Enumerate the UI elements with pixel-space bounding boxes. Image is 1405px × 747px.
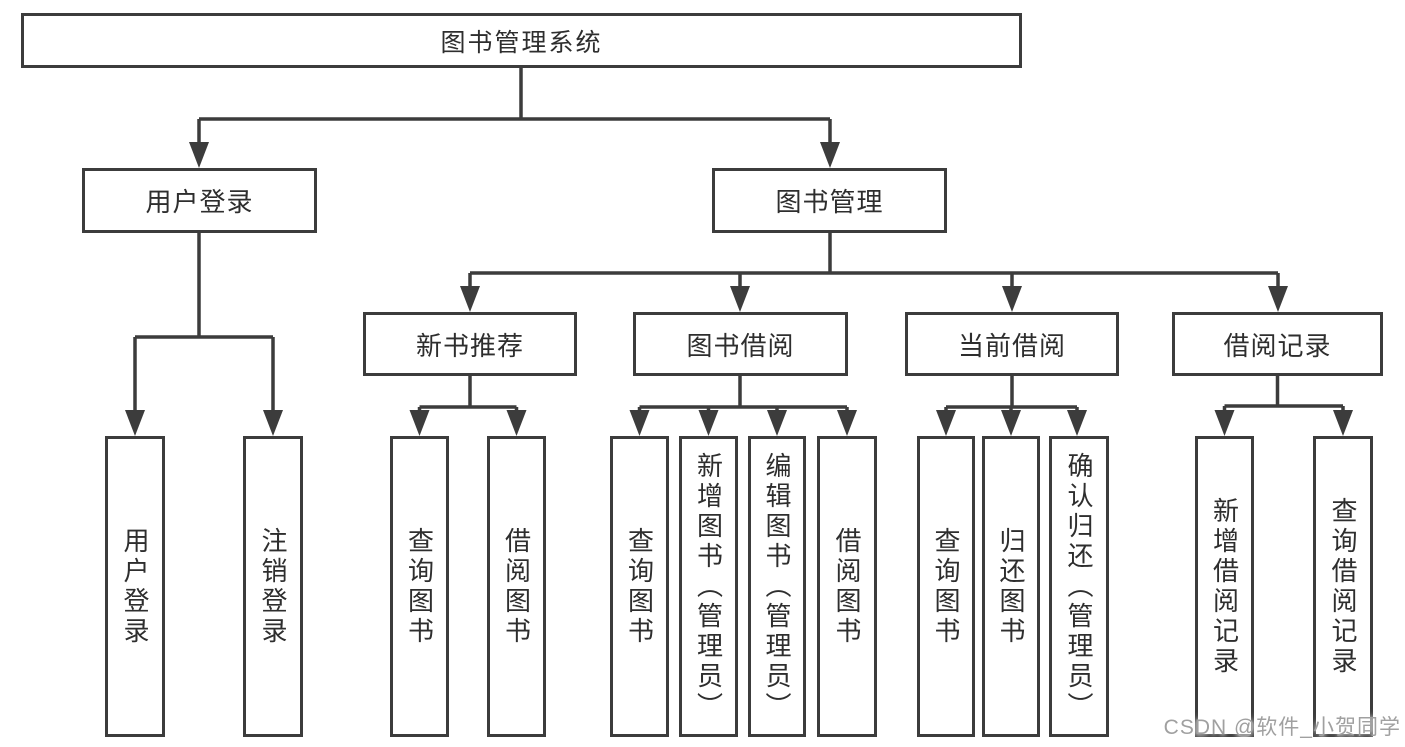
leaf-return-books-label: 归还图书 <box>996 526 1026 647</box>
arrow-down-icon <box>409 410 430 436</box>
leaf-query-books-borrow-label: 查询图书 <box>624 526 655 647</box>
node-current-borrow: 当前借阅 <box>905 312 1119 376</box>
arrow-down-icon <box>629 410 650 436</box>
connector-bookborrow-to-leaves <box>637 376 849 411</box>
leaf-query-books-recommend: 查询图书 <box>390 436 449 737</box>
node-current-borrow-label: 当前借阅 <box>957 330 1066 361</box>
node-borrow-records-label: 借阅记录 <box>1223 330 1332 361</box>
arrow-down-icon <box>730 286 750 312</box>
leaf-borrow-books: 借阅图书 <box>817 436 877 737</box>
node-user-login-label: 用户登录 <box>145 187 254 217</box>
leaf-logout-label: 注销登录 <box>258 526 288 647</box>
arrow-down-icon <box>263 410 283 436</box>
leaf-edit-book-admin: 编辑图书（管理员） <box>748 436 806 737</box>
node-book-management: 图书管理 <box>712 168 947 233</box>
arrow-down-icon <box>698 410 719 436</box>
node-new-book-recommend: 新书推荐 <box>363 312 577 376</box>
node-new-book-recommend-label: 新书推荐 <box>415 330 524 361</box>
csdn-watermark: CSDN @软件_小贺同学 <box>1163 716 1401 739</box>
leaf-borrow-books-label: 借阅图书 <box>832 526 862 647</box>
arrow-down-icon <box>820 142 840 168</box>
arrow-down-icon <box>837 410 857 436</box>
leaf-add-borrow-record-label: 新增借阅记录 <box>1209 496 1240 677</box>
node-borrow-records: 借阅记录 <box>1172 312 1383 376</box>
leaf-add-book-admin-label: 新增图书（管理员） <box>693 451 724 722</box>
leaf-query-borrow-record: 查询借阅记录 <box>1313 436 1373 737</box>
arrow-down-icon <box>936 410 956 436</box>
leaf-add-borrow-record: 新增借阅记录 <box>1195 436 1254 737</box>
leaf-borrow-books-recommend-label: 借阅图书 <box>501 526 532 647</box>
leaf-add-book-admin: 新增图书（管理员） <box>679 436 738 737</box>
connector-currentborrow-to-leaves <box>944 376 1079 411</box>
arrow-down-icon <box>1002 286 1022 312</box>
node-book-management-label: 图书管理 <box>775 187 884 217</box>
connector-records-to-leaves <box>1222 376 1345 411</box>
leaf-edit-book-admin-label: 编辑图书（管理员） <box>762 451 792 722</box>
leaf-query-borrow-record-label: 查询借阅记录 <box>1328 496 1358 677</box>
arrow-down-icon <box>1067 410 1087 436</box>
connector-newbooks-to-leaves <box>417 376 519 411</box>
connector-userlogin-to-leaves <box>133 233 275 411</box>
leaf-user-login: 用户登录 <box>105 436 165 737</box>
arrow-down-icon <box>189 142 209 168</box>
leaf-user-login-label: 用户登录 <box>120 526 150 647</box>
node-system-root-label: 图书管理系统 <box>440 28 603 57</box>
arrow-down-icon <box>125 410 145 436</box>
node-user-login: 用户登录 <box>82 168 317 233</box>
arrow-down-icon <box>1214 410 1235 436</box>
leaf-confirm-return-admin: 确认归还（管理员） <box>1049 436 1109 737</box>
arrow-down-icon <box>767 410 787 436</box>
leaf-confirm-return-admin-label: 确认归还（管理员） <box>1064 451 1094 722</box>
node-book-borrow: 图书借阅 <box>633 312 848 376</box>
leaf-logout: 注销登录 <box>243 436 303 737</box>
arrow-down-icon <box>1001 410 1021 436</box>
leaf-query-books-recommend-label: 查询图书 <box>404 526 435 647</box>
leaf-query-books-current: 查询图书 <box>917 436 975 737</box>
arrow-down-icon <box>1268 286 1288 312</box>
node-book-borrow-label: 图书借阅 <box>686 330 795 361</box>
leaf-borrow-books-recommend: 借阅图书 <box>487 436 546 737</box>
node-system-root: 图书管理系统 <box>21 13 1022 68</box>
leaf-query-books-current-label: 查询图书 <box>931 526 961 647</box>
arrow-down-icon <box>1333 410 1353 436</box>
leaf-query-books-borrow: 查询图书 <box>610 436 669 737</box>
leaf-return-books: 归还图书 <box>982 436 1040 737</box>
connector-root-to-level2 <box>197 68 832 143</box>
arrow-down-icon <box>506 410 527 436</box>
connector-bookmgmt-to-level3 <box>468 232 1280 287</box>
arrow-down-icon <box>460 286 480 312</box>
